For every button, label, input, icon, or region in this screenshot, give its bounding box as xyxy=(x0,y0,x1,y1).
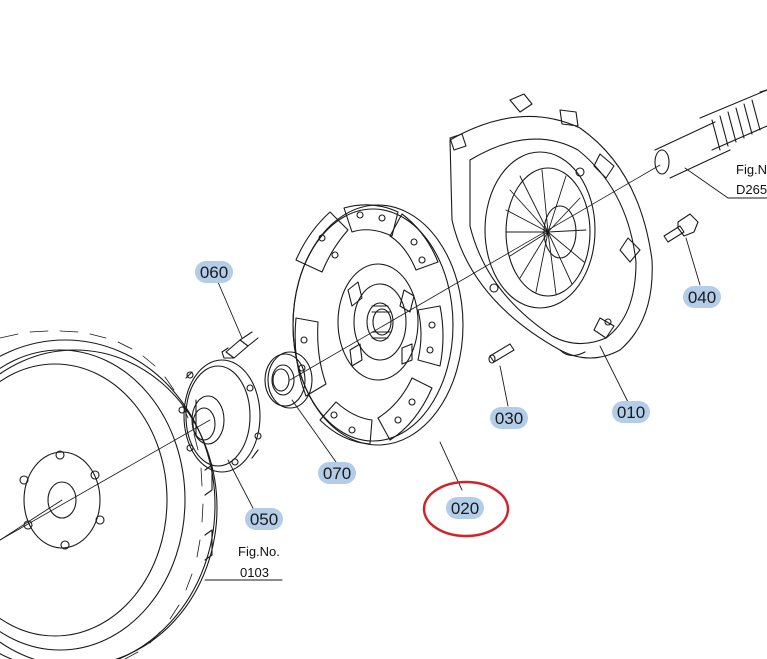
callout-030-label: 030 xyxy=(495,409,523,428)
highlight-ring xyxy=(422,480,510,538)
callout-070-label: 070 xyxy=(323,464,351,483)
callout-070[interactable]: 070 xyxy=(318,462,356,484)
bolt-040 xyxy=(663,213,699,243)
callout-020[interactable]: 020 xyxy=(422,480,510,538)
callout-060-label: 060 xyxy=(200,263,228,282)
pilot-hub-050 xyxy=(178,359,262,473)
callout-060[interactable]: 060 xyxy=(195,261,233,283)
pin-030 xyxy=(488,343,515,364)
shaft-fig-number: D265 xyxy=(736,182,767,197)
clutch-disc-020 xyxy=(292,204,464,446)
pressure-plate-010 xyxy=(449,93,653,359)
callout-010-label: 010 xyxy=(617,403,645,422)
flywheel-fig-reference[interactable]: Fig.No. 0103 xyxy=(238,544,280,580)
callout-040[interactable]: 040 xyxy=(683,286,721,308)
shaft-fig-reference[interactable]: Fig.N D265 xyxy=(736,162,767,197)
leader-lines xyxy=(217,167,767,513)
callout-050-label: 050 xyxy=(250,510,278,529)
shaft-fig-label: Fig.N xyxy=(736,162,767,177)
flywheel xyxy=(0,330,218,659)
bolt-060 xyxy=(221,331,259,359)
callout-040-label: 040 xyxy=(688,288,716,307)
flywheel-fig-label: Fig.No. xyxy=(238,544,280,559)
callout-020-label: 020 xyxy=(451,499,479,518)
callout-050[interactable]: 050 xyxy=(245,508,283,530)
flywheel-fig-number: 0103 xyxy=(240,565,269,580)
input-shaft xyxy=(654,89,767,179)
bearing-070 xyxy=(264,351,313,409)
callout-010[interactable]: 010 xyxy=(612,401,650,423)
assembly-axis xyxy=(0,164,661,541)
part-callouts: 060 050 070 020 030 010 040 xyxy=(195,261,721,538)
callout-030[interactable]: 030 xyxy=(490,407,528,429)
